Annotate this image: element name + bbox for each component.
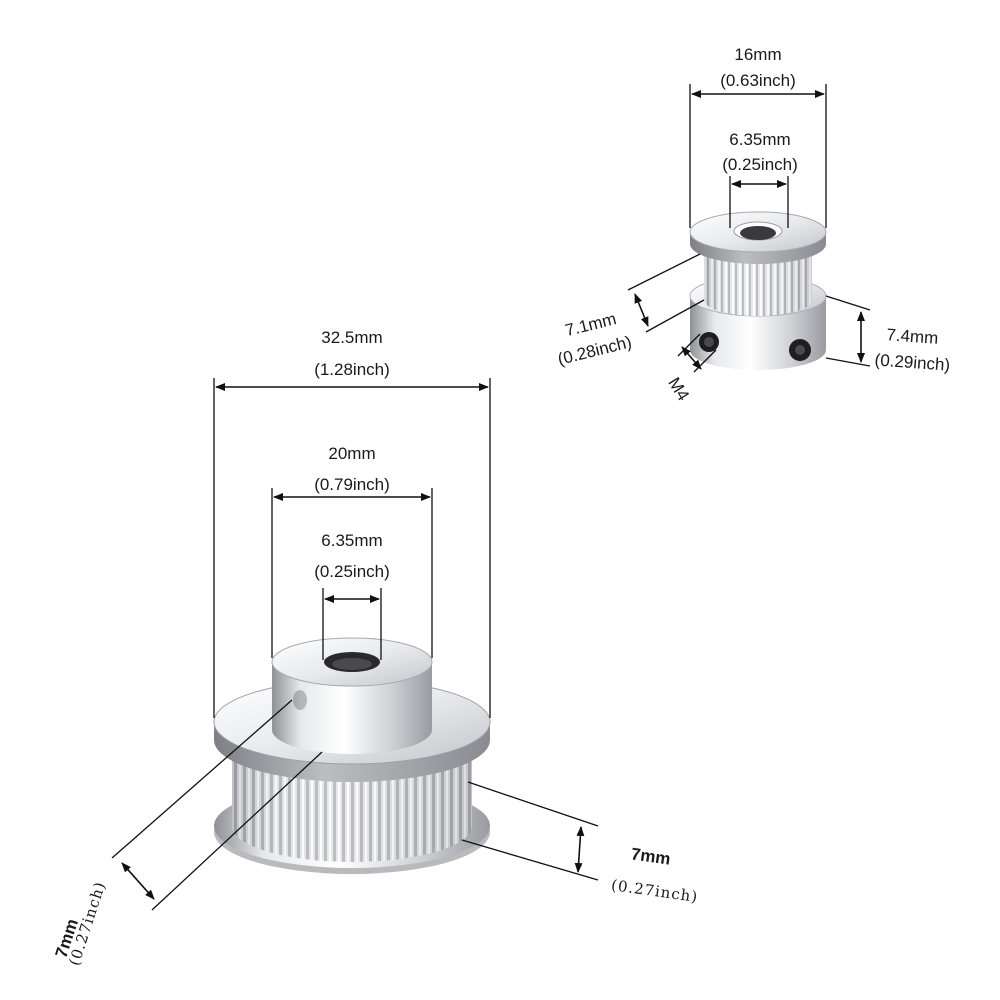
small-outer-diameter-inch: (0.63inch) — [720, 71, 796, 90]
small-bore-diameter-dimension: 6.35mm (0.25inch) — [722, 130, 798, 228]
small-tooth-height-dimension: 7.1mm (0.28inch) — [556, 253, 705, 369]
small-bore — [740, 226, 776, 240]
small-outer-diameter-mm: 16mm — [734, 45, 781, 64]
large-hub-diameter-inch: (0.79inch) — [314, 475, 390, 494]
small-bore-diameter-mm: 6.35mm — [729, 130, 790, 149]
small-pulley — [689, 211, 827, 370]
large-outer-diameter-inch: (1.28inch) — [314, 360, 390, 379]
large-belt-width-inch: (0.27inch) — [610, 876, 699, 906]
large-bore-diameter-inch: (0.25inch) — [314, 562, 390, 581]
set-screw-size-label: M4 — [664, 374, 693, 404]
large-pulley — [213, 637, 491, 874]
large-belt-width-dimension: 7mm (0.27inch) — [461, 781, 699, 906]
large-hub-diameter-mm: 20mm — [328, 444, 375, 463]
large-bore-diameter-mm: 6.35mm — [321, 531, 382, 550]
small-hub-height-dimension: 7.4mm (0.29inch) — [825, 295, 951, 375]
small-outer-diameter-dimension: 16mm (0.63inch) — [689, 45, 827, 228]
large-hub — [272, 662, 432, 754]
large-outer-diameter-mm: 32.5mm — [321, 328, 382, 347]
large-hub-diameter-dimension: 20mm (0.79inch) — [271, 444, 433, 658]
large-bore-diameter-dimension: 6.35mm (0.25inch) — [314, 531, 390, 660]
small-hub-height-inch: (0.29inch) — [874, 350, 951, 374]
small-tooth-height-mm: 7.1mm — [563, 309, 618, 340]
small-hub-height-mm: 7.4mm — [886, 325, 939, 348]
small-bore-diameter-inch: (0.25inch) — [722, 155, 798, 174]
large-outer-diameter-dimension: 32.5mm (1.28inch) — [213, 328, 491, 718]
large-belt-width-mm: 7mm — [630, 844, 672, 868]
